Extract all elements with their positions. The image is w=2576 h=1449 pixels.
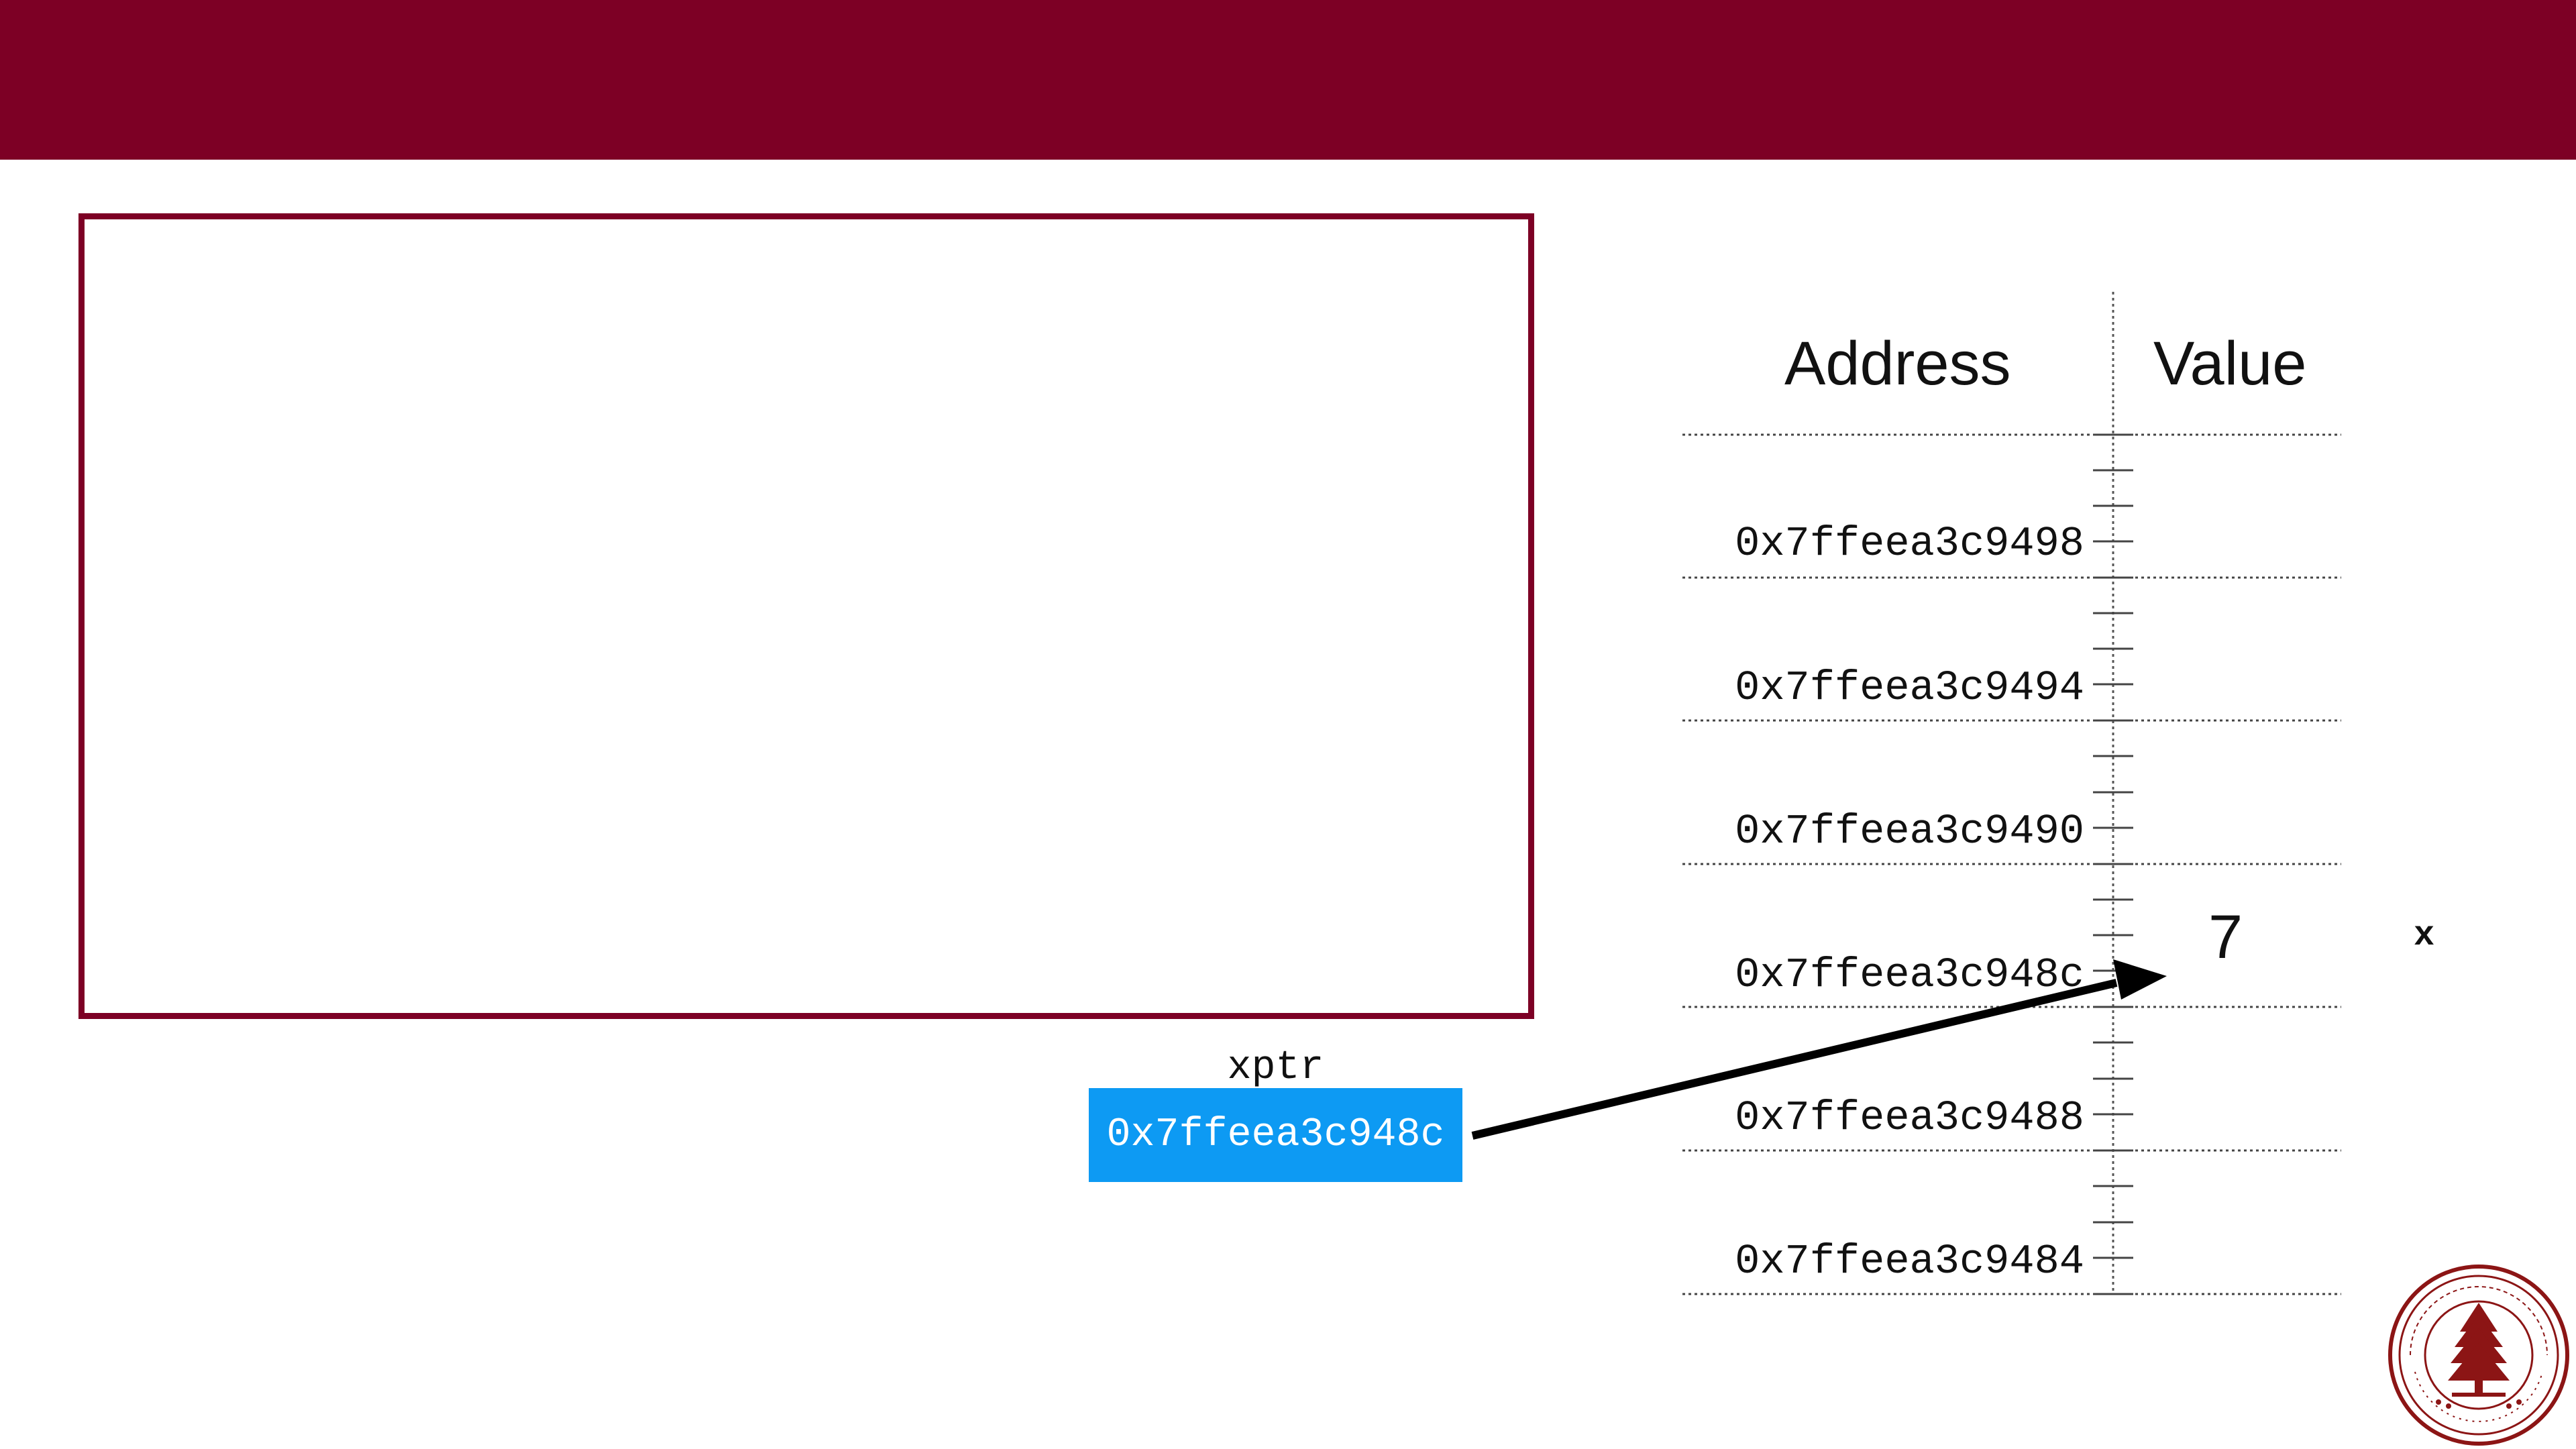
row-separators [1682, 433, 2341, 1295]
pointer-arrow-line [1471, 979, 2118, 1140]
address-label: 0x7ffeea3c9498 [1735, 520, 2084, 568]
pointer-value: 0x7ffeea3c948c [1106, 1112, 1445, 1158]
address-label: 0x7ffeea3c9488 [1735, 1094, 2084, 1142]
pointer-arrow [1471, 959, 2167, 1140]
byte-ticks [2093, 433, 2133, 1295]
address-column-header: Address [1784, 329, 2011, 398]
address-label: 0x7ffeea3c9494 [1735, 664, 2084, 712]
address-label: 0x7ffeea3c9484 [1735, 1238, 2084, 1285]
pointer-box: 0x7ffeea3c948c [1089, 1088, 1462, 1182]
address-label: 0x7ffeea3c948c [1735, 951, 2084, 999]
pointer-name: xptr [1227, 1045, 1324, 1091]
code-panel [78, 213, 1534, 1019]
title-bar [0, 0, 2576, 160]
variable-name-x: x [2414, 916, 2435, 955]
university-seal-icon [2388, 1265, 2569, 1446]
address-label: 0x7ffeea3c9490 [1735, 808, 2084, 855]
memory-value: 7 [2208, 903, 2243, 971]
value-column-header: Value [2153, 329, 2307, 398]
pointer-arrow-head [2113, 959, 2167, 1000]
